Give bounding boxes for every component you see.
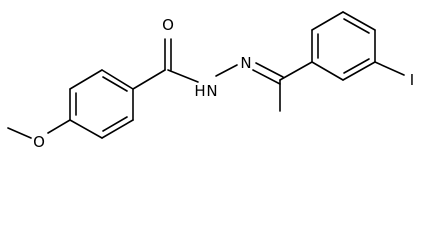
atom-iodine: I	[410, 71, 414, 89]
bond-ring-carbonyl	[132, 69, 166, 90]
bond-imine-double-2	[252, 69, 281, 85]
atom-oxygen-methoxy: O	[33, 133, 45, 151]
bond-o-ring	[47, 119, 71, 134]
atom-nitrogen-hydrazide: N	[206, 82, 217, 100]
bond-imine-ring	[279, 61, 313, 81]
bond-ring-iodine	[374, 61, 405, 76]
molecule-structure: O H N N I O	[7, 11, 414, 151]
bond-ring-b-3-inner	[343, 18, 370, 34]
bond-ring-b-6	[311, 61, 344, 81]
bond-carbonyl-n	[167, 69, 199, 83]
bond-ring-a-3	[101, 69, 134, 90]
bond-ring-a-6	[69, 119, 103, 139]
bond-ring-b-5-inner	[343, 58, 370, 74]
atom-hydrogen-hydrazide: H	[194, 82, 205, 100]
bond-n-n	[215, 64, 238, 77]
structure-canvas: O H N N I O	[7, 11, 414, 151]
atom-oxygen-carbonyl: O	[162, 16, 174, 34]
atom-nitrogen-imine: N	[240, 54, 251, 72]
bond-ring-b-5	[342, 61, 376, 81]
bond-ring-a-5-inner	[102, 116, 128, 132]
bond-ring-b-2	[311, 11, 344, 31]
bond-ring-a-5	[101, 119, 134, 139]
bond-methyl-o	[7, 127, 32, 139]
bond-imine-double-1	[255, 62, 284, 78]
bond-ring-a-3-inner	[102, 76, 128, 92]
bond-ring-a-2	[69, 69, 103, 90]
bond-ring-b-3	[342, 11, 376, 31]
